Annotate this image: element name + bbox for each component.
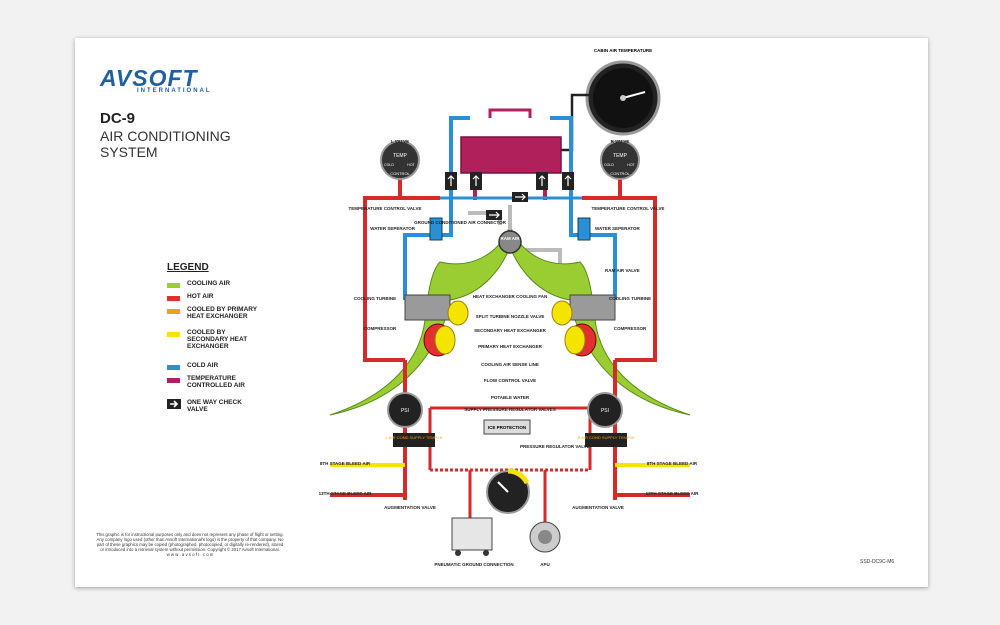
temp-controlled-duct <box>460 136 562 174</box>
legend-secondary-hx: COOLED BY SECONDARY HEAT EXCHANGER <box>167 329 262 350</box>
sense-line-label: COOLING AIR SENSE LINE <box>481 362 539 367</box>
apu-unit <box>529 521 561 553</box>
disclaimer: This graphic is for instructional purpos… <box>95 532 285 557</box>
thirteenth-right-label: 13TH STAGE BLEED AIR <box>646 491 700 496</box>
legend-label: COOLED BY PRIMARY HEAT EXCHANGER <box>187 306 257 320</box>
tcv-right-label: TEMPERATURE CONTROL VALVE <box>592 206 665 211</box>
secondary-hx-label: SECONDARY HEAT EXCHANGER <box>474 328 546 333</box>
primary-hx-label: PRIMARY HEAT EXCHANGER <box>478 344 542 349</box>
supply-reg-label: SUPPLY PRESSURE REGULATOR VALVES <box>464 407 555 412</box>
poster-sheet: AVSOFT INTERNATIONAL DC-9 AIR CONDITIONI… <box>75 38 928 587</box>
pressure-reg-label: PRESSURE REGULATOR VALVE <box>520 444 590 449</box>
left-air-cycle-machine <box>404 294 469 357</box>
svg-text:PSI: PSI <box>601 408 609 414</box>
tcv-left-label: TEMPERATURE CONTROL VALVE <box>349 206 422 211</box>
legend-label: TEMPERATURE CONTROLLED AIR <box>187 375 245 389</box>
apu-label: APU <box>540 562 550 567</box>
avsoft-logo-sub: INTERNATIONAL <box>137 88 212 94</box>
svg-text:HOT: HOT <box>407 163 415 167</box>
legend-swatch <box>167 283 180 288</box>
right-water-separator <box>577 217 591 241</box>
legend-label: COLD AIR <box>187 362 219 369</box>
pneumatic-ground-cart <box>451 517 493 556</box>
split-turbine-label: SPLIT TURBINE NOZZLE VALVE <box>476 314 545 319</box>
legend-check-valve: ONE WAY CHECK VALVE <box>167 399 262 413</box>
disclaimer-text: This graphic is for instructional purpos… <box>96 532 284 552</box>
ac-schematic: CABIN AIR TEMPERATURE L VALVE <box>319 48 700 567</box>
hx-fan-label: HEAT EXCHANGER COOLING FAN <box>473 294 547 299</box>
legend-hot-air: HOT AIR <box>167 293 262 301</box>
cabin-gauge-label: CABIN AIR TEMPERATURE <box>594 48 652 53</box>
eighth-stage-left-label: 8TH STAGE BLEED AIR <box>320 461 371 466</box>
legend-label: COOLED BY SECONDARY HEAT EXCHANGER <box>187 329 248 350</box>
svg-text:L VALVE: L VALVE <box>391 139 409 144</box>
check-valve-icon <box>167 399 181 409</box>
r-valve-temp-dial[interactable]: R VALVE TEMP COLD HOT CONTROL <box>600 139 640 180</box>
svg-text:R VALVE: R VALVE <box>611 139 630 144</box>
legend-label: COOLING AIR <box>187 280 231 287</box>
cabin-air-temp-gauge: CABIN AIR TEMPERATURE <box>585 48 661 136</box>
cooling-turbine-right-label: COOLING TURBINE <box>609 296 651 301</box>
ram-air-inlet: RAM AIR <box>498 230 522 254</box>
title-model: DC-9 <box>100 110 136 127</box>
legend-swatch <box>167 332 180 337</box>
ram-air-valve-label: RAM AIR VALVE <box>605 268 640 273</box>
water-sep-left-label: WATER SEPERATOR <box>370 226 416 231</box>
svg-text:COLD: COLD <box>384 163 394 167</box>
legend-primary-hx: COOLED BY PRIMARY HEAT EXCHANGER <box>167 306 262 320</box>
compressor-left-label: COMPRESSOR <box>364 326 397 331</box>
left-psi-gauge: PSI <box>387 392 423 428</box>
svg-text:CONTROL: CONTROL <box>610 171 630 176</box>
water-sep-right-label: WATER SEPERATOR <box>595 226 641 231</box>
legend-title: LEGEND <box>167 262 209 273</box>
right-cooling-air-duct <box>504 229 691 416</box>
pneumatic-label: PNEUMATIC GROUND CONNECTION <box>434 562 513 567</box>
pneumatic-pressure-gauge <box>486 468 530 514</box>
svg-text:ICE PROTECTION: ICE PROTECTION <box>488 425 526 430</box>
legend-cold-air: COLD AIR <box>167 362 262 370</box>
legend-swatch <box>167 309 180 314</box>
legend-cooling-air: COOLING AIR <box>167 280 262 288</box>
title-line2: SYSTEM <box>100 144 158 160</box>
l-supply-temp-annunciator: L AIR COND SUPPLY TEMP HI <box>386 433 442 447</box>
compressor-right-label: COMPRESSOR <box>614 326 647 331</box>
right-psi-gauge: PSI <box>587 392 623 428</box>
flow-control-label: FLOW CONTROL VALVE <box>484 378 536 383</box>
svg-text:RAM AIR: RAM AIR <box>500 236 520 241</box>
title-text: AIR CONDITIONING SYSTEM <box>100 128 300 160</box>
left-cooling-air-duct <box>329 229 516 416</box>
ice-protection-box: ICE PROTECTION <box>483 419 531 435</box>
website-url: w w w . a v s o f t . c o m <box>166 552 214 557</box>
document-code: SSD-DC9C-M6 <box>860 559 895 565</box>
legend-swatch <box>167 378 180 383</box>
potable-water-label: POTABLE WATER <box>491 395 530 400</box>
svg-text:R AIR COND SUPPLY TEMP HI: R AIR COND SUPPLY TEMP HI <box>577 435 634 440</box>
title-line1: AIR CONDITIONING <box>100 128 231 144</box>
svg-text:PSI: PSI <box>401 408 409 414</box>
svg-text:TEMP: TEMP <box>613 153 628 159</box>
avsoft-logo: AVSOFT <box>100 65 198 91</box>
cooling-turbine-left-label: COOLING TURBINE <box>354 296 396 301</box>
aug-valve-left-label: AUGMENTATION VALVE <box>384 505 436 510</box>
eighth-stage-right-label: 8TH STAGE BLEED AIR <box>647 461 698 466</box>
svg-text:COLD: COLD <box>604 163 614 167</box>
legend-label: ONE WAY CHECK VALVE <box>187 399 242 413</box>
r-supply-temp-annunciator: R AIR COND SUPPLY TEMP HI <box>577 433 635 447</box>
legend-swatch <box>167 296 180 301</box>
right-air-cycle-machine <box>551 294 616 357</box>
svg-text:L AIR COND SUPPLY TEMP HI: L AIR COND SUPPLY TEMP HI <box>386 435 442 440</box>
thirteenth-left-label: 13TH STAGE BLEED AIR <box>319 491 373 496</box>
legend-swatch <box>167 365 180 370</box>
left-water-separator <box>429 217 443 241</box>
svg-text:CONTROL: CONTROL <box>390 171 410 176</box>
legend-temp-controlled: TEMPERATURE CONTROLLED AIR <box>167 375 262 389</box>
aug-valve-right-label: AUGMENTATION VALVE <box>572 505 624 510</box>
ground-conn-label: GROUND CONDITIONED AIR CONNECTOR <box>414 220 507 225</box>
svg-text:TEMP: TEMP <box>393 153 408 159</box>
svg-text:HOT: HOT <box>627 163 635 167</box>
legend-label: HOT AIR <box>187 293 214 300</box>
l-valve-temp-dial[interactable]: L VALVE TEMP COLD HOT CONTROL <box>380 139 420 180</box>
